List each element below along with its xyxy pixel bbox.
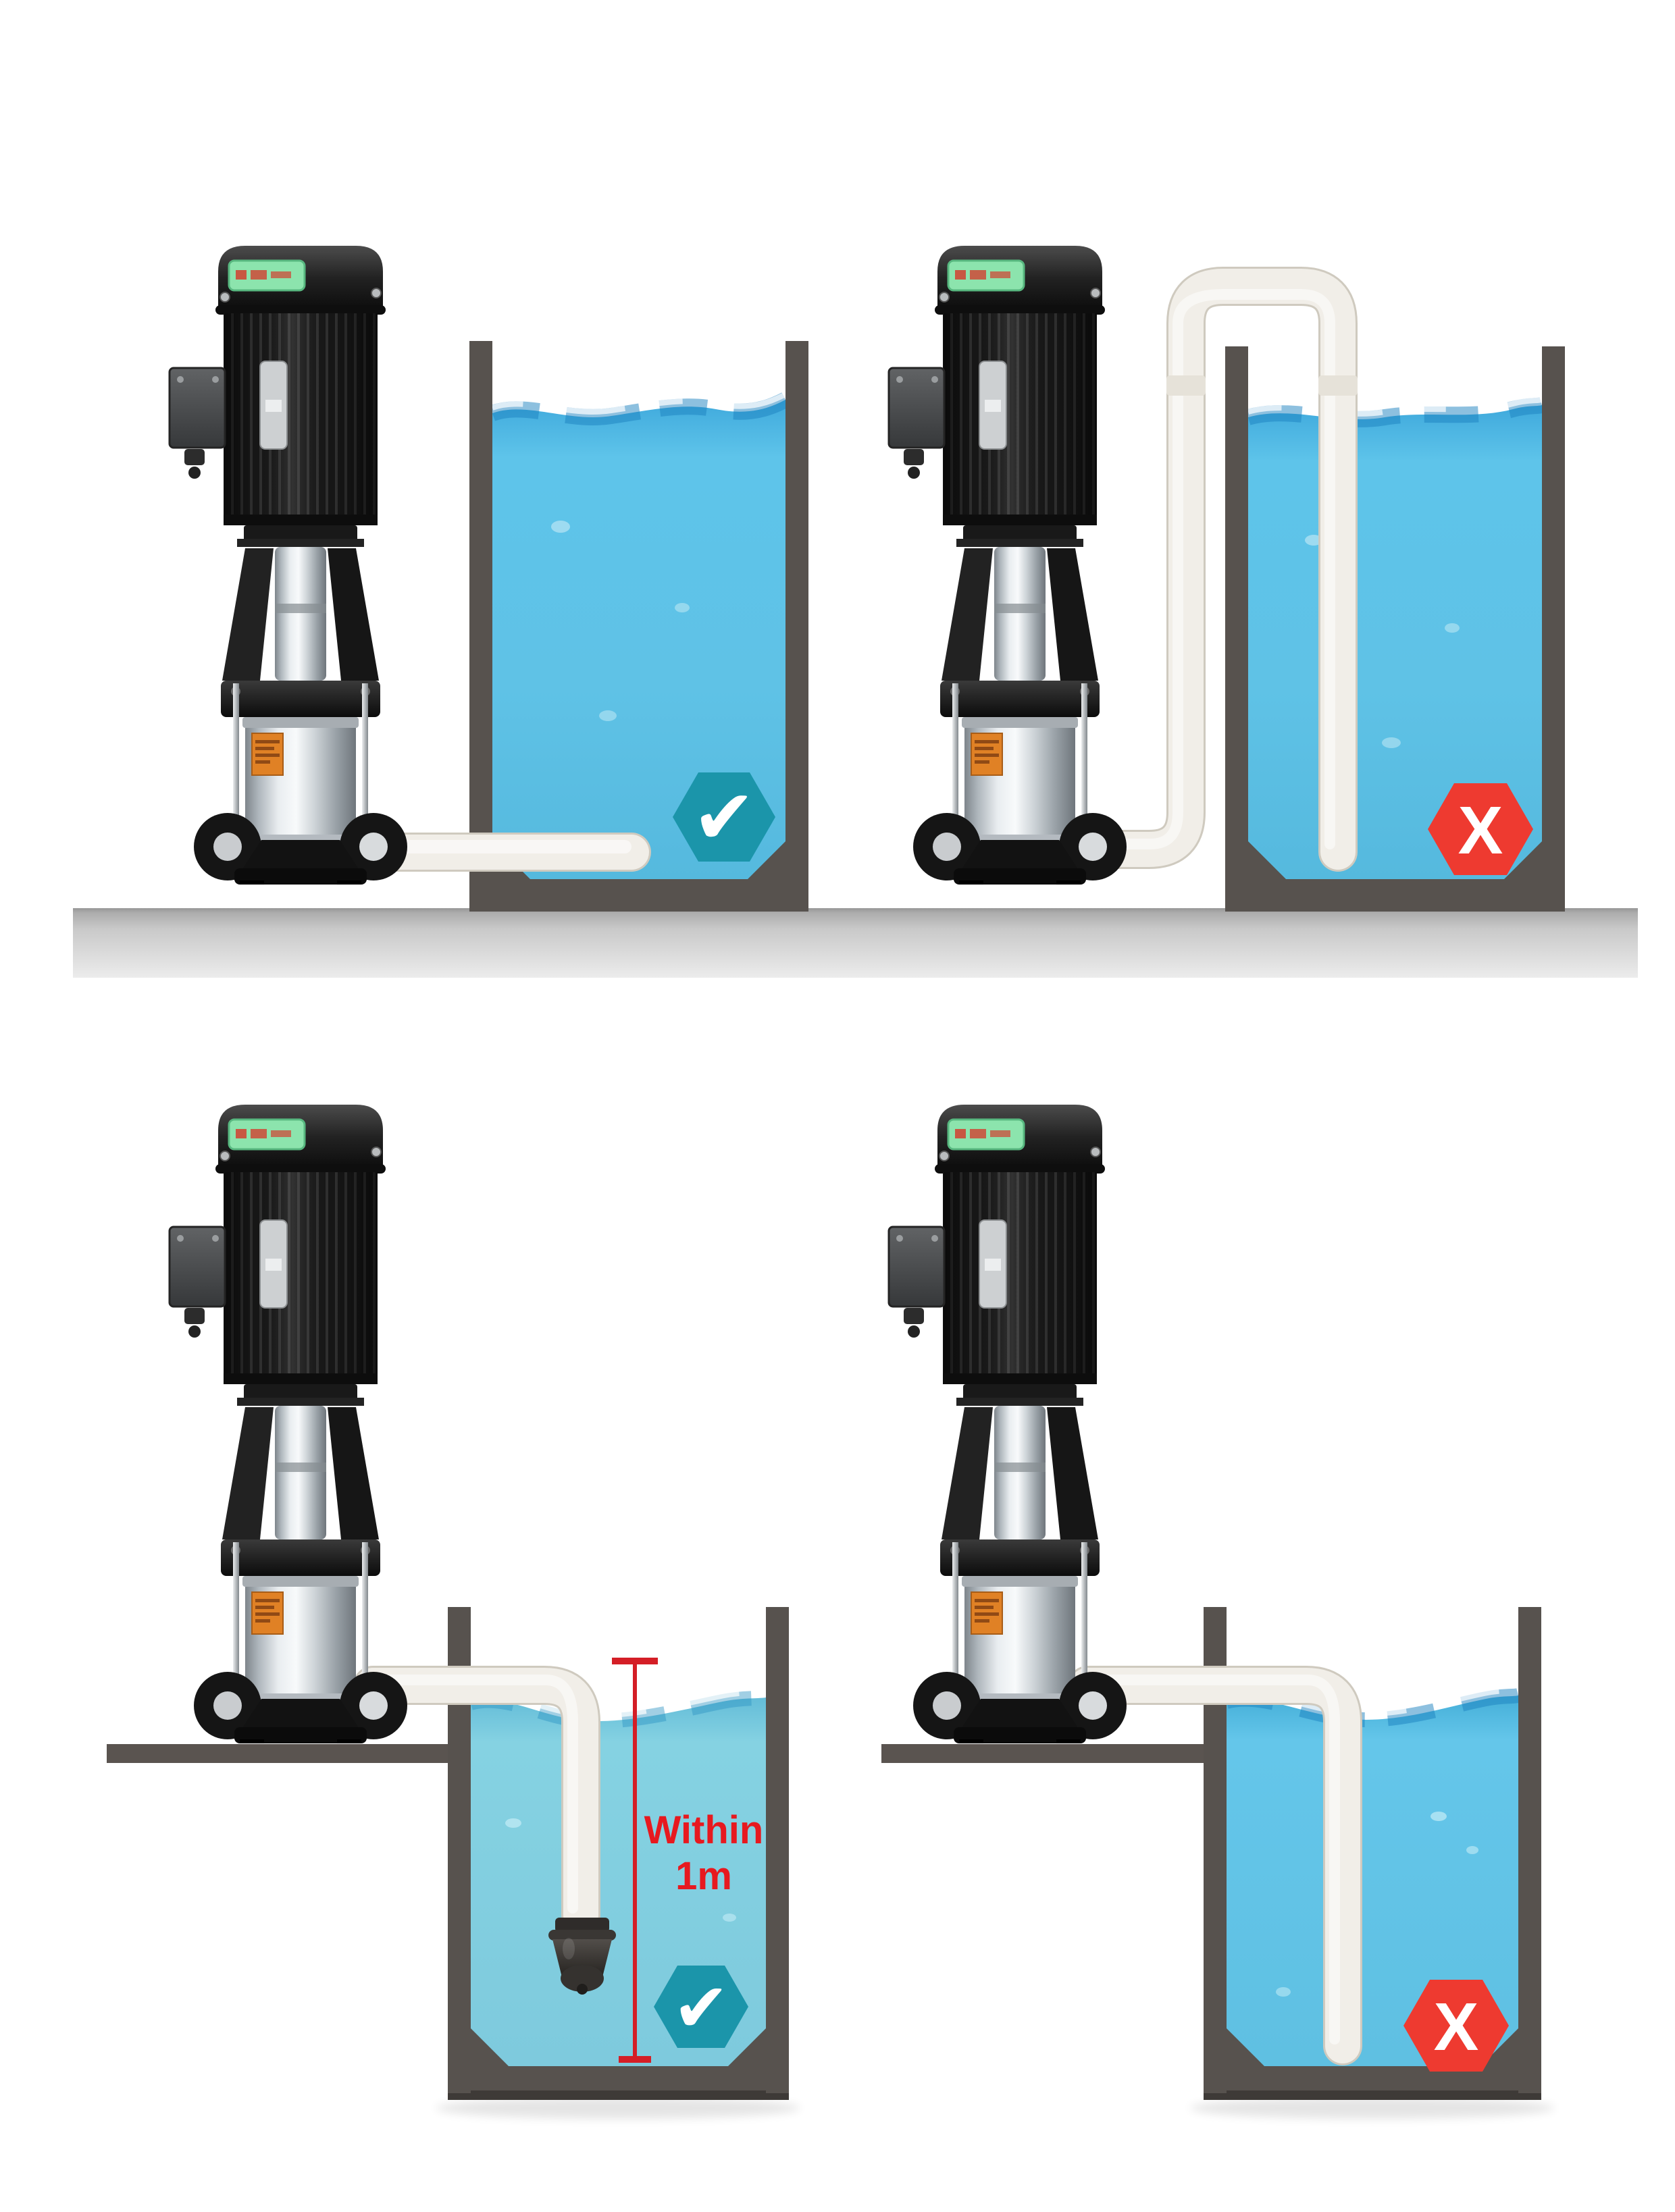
water-foam bbox=[1226, 1687, 1519, 1717]
x-icon: X bbox=[1434, 1989, 1479, 2065]
bubble bbox=[599, 710, 617, 721]
tank-right-wall bbox=[785, 341, 808, 912]
scene-bottom-right: X bbox=[881, 1103, 1555, 2119]
over-wall-pipe bbox=[1068, 267, 1358, 872]
tank-bottom-bevel bbox=[471, 2028, 509, 2066]
water bbox=[1227, 1695, 1518, 2066]
tank-bottom-edge bbox=[448, 2090, 789, 2100]
tank bbox=[1204, 1607, 1541, 2100]
bubble bbox=[675, 603, 690, 612]
scene-top-left: ✔ bbox=[168, 244, 808, 912]
bubble bbox=[1466, 1846, 1478, 1854]
pump bbox=[168, 1103, 409, 1745]
x-icon: X bbox=[1458, 793, 1503, 868]
tank-bottom-bevel bbox=[1227, 2028, 1264, 2066]
tank-bottom-bevel bbox=[748, 841, 785, 879]
tank-shadow bbox=[1190, 2097, 1555, 2119]
water-surface bbox=[1225, 1688, 1520, 1727]
water-foam bbox=[491, 392, 787, 415]
water bbox=[492, 400, 785, 879]
foot-valve bbox=[548, 1918, 616, 1995]
bubble bbox=[1276, 1987, 1291, 1997]
bubble bbox=[505, 1818, 521, 1828]
pump bbox=[887, 1103, 1128, 1745]
suction-pipe bbox=[1068, 1666, 1362, 2065]
check-icon: ✔ bbox=[673, 1968, 729, 2047]
pump bbox=[887, 244, 1128, 886]
tank-right-wall bbox=[766, 1607, 789, 2093]
tank-bottom-bevel bbox=[1248, 841, 1286, 879]
water-surface bbox=[490, 392, 790, 425]
tank-bottom bbox=[1225, 879, 1565, 912]
tank-left-wall bbox=[1225, 346, 1248, 912]
tank-bottom bbox=[448, 2066, 789, 2093]
water-foam bbox=[470, 1689, 767, 1718]
tank-left-wall bbox=[469, 341, 492, 912]
tank-bottom-edge bbox=[1204, 2090, 1541, 2100]
suction-pipe bbox=[353, 1666, 600, 1934]
measurement-label-line1: Within bbox=[644, 1808, 764, 1852]
ground-ledge bbox=[881, 1744, 1229, 1763]
measurement-label-line2: 1m bbox=[675, 1854, 732, 1898]
water-surface bbox=[1245, 397, 1545, 427]
x-badge: X bbox=[1403, 1980, 1509, 2072]
bubble bbox=[551, 521, 570, 533]
check-badge: ✔ bbox=[654, 1966, 748, 2048]
pipe-joint-collar bbox=[1166, 375, 1206, 396]
x-badge: X bbox=[1428, 783, 1533, 875]
tank-bottom-bevel bbox=[1504, 841, 1542, 879]
tank-right-wall bbox=[1518, 1607, 1541, 2093]
tank-right-wall bbox=[1542, 346, 1565, 912]
measurement-line bbox=[612, 1658, 658, 2063]
measurement-label: Within 1m bbox=[644, 1808, 764, 1898]
floor-slab bbox=[73, 908, 1638, 978]
bubble bbox=[723, 1914, 736, 1922]
pump bbox=[168, 244, 409, 886]
tank-bottom-bevel bbox=[728, 2028, 766, 2066]
bubble bbox=[1445, 623, 1460, 633]
tank bbox=[469, 341, 808, 912]
bubble bbox=[1305, 535, 1322, 546]
bubble bbox=[1382, 737, 1401, 748]
scene-top-right: X bbox=[887, 244, 1565, 912]
bubble bbox=[1431, 1812, 1447, 1821]
tank-bottom bbox=[1204, 2066, 1541, 2093]
tank-shadow bbox=[436, 2097, 800, 2119]
check-icon: ✔ bbox=[692, 774, 756, 862]
ground-ledge bbox=[107, 1744, 475, 1763]
water-foam bbox=[1247, 397, 1543, 417]
pipe-joint-collar bbox=[1318, 375, 1358, 396]
tank-bottom bbox=[469, 879, 808, 912]
suction-pipe bbox=[353, 833, 651, 872]
check-badge: ✔ bbox=[673, 772, 775, 862]
water-surface bbox=[469, 1690, 767, 1729]
scene-bottom-left: Within 1m ✔ bbox=[107, 1103, 800, 2119]
